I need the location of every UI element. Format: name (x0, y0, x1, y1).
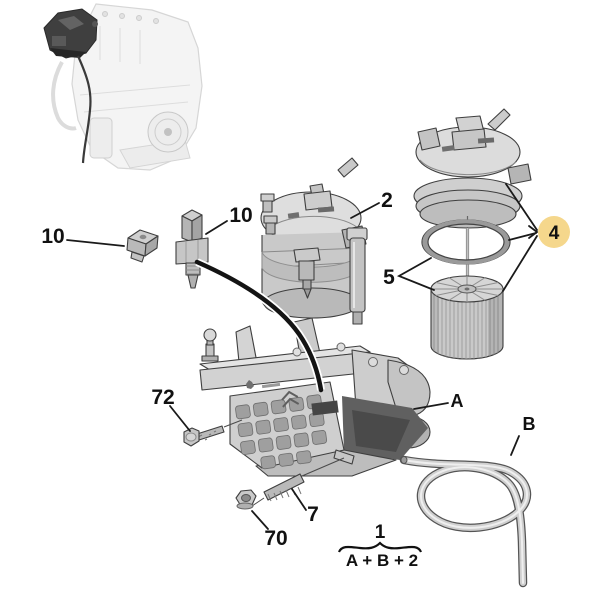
filter-cover (413, 108, 532, 229)
engine-thumbnail (43, 3, 203, 171)
kit-formula: 1 A + B + 2 (337, 522, 423, 570)
citroen-logo (281, 390, 300, 408)
filter-pleats (431, 289, 503, 359)
lattice-holes (235, 394, 328, 470)
callout-2: 2 (381, 189, 393, 212)
cover-latch (507, 163, 532, 185)
electrical-connector (126, 229, 159, 263)
filter-top-spokes (431, 276, 503, 302)
assembly-vent-tube (337, 157, 359, 178)
callout-70: 70 (264, 527, 287, 550)
callout-72: 72 (151, 386, 174, 409)
filter-element (430, 275, 504, 360)
callout-10-connector: 10 (41, 225, 64, 248)
mounting-bracket (199, 317, 431, 477)
nut (235, 489, 257, 510)
engine-oil-filter (89, 117, 113, 159)
stud-boss (333, 449, 355, 465)
formula-denominator: A + B + 2 (346, 551, 418, 570)
sensor-hex (175, 237, 209, 265)
drain-tube (346, 227, 368, 325)
o-ring (421, 219, 511, 265)
water-detection-sensor (175, 209, 209, 289)
cover-vent-nipple (487, 108, 511, 131)
cover-center-hex (451, 128, 487, 151)
hose (399, 455, 532, 588)
highlight-circle[interactable] (538, 216, 570, 248)
peugeot-logo (246, 380, 254, 389)
black-hose (194, 258, 325, 393)
ball-stud (201, 328, 219, 362)
fuel-filter-assembly (260, 157, 368, 325)
formula-numerator: 1 (375, 522, 386, 543)
cover-tab (417, 127, 441, 151)
callout-B: B (523, 414, 536, 434)
callout-10-sensor: 10 (229, 204, 252, 227)
leader-lines (66, 183, 539, 530)
bracket-bolt (183, 419, 243, 447)
overbrace (337, 541, 423, 553)
callout-4[interactable]: 4 (549, 223, 560, 244)
rim-bolts (260, 193, 278, 235)
callout-7: 7 (307, 503, 319, 526)
callout-A: A (451, 391, 464, 411)
highlighted-filter-unit (43, 8, 98, 59)
callout-4-highlight[interactable]: 4 (538, 216, 570, 248)
callout-5: 5 (383, 266, 395, 289)
engine-cable (76, 55, 92, 164)
front-sensor (293, 247, 321, 299)
stud (251, 457, 345, 507)
